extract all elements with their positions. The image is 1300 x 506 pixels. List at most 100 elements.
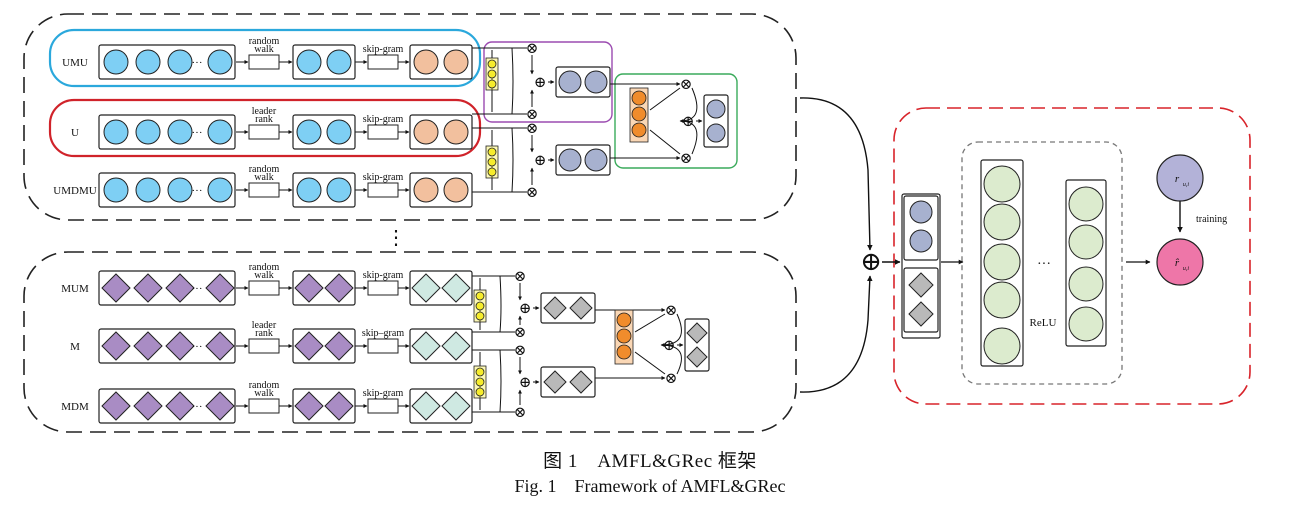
item-row-2-label: M — [70, 341, 80, 353]
item-fusion-a-attention-weights-unit — [475, 291, 485, 301]
predicted-rating-subscript: u,i — [1183, 266, 1190, 272]
user-row-3-sequence-node — [103, 177, 129, 203]
user-row-2-sampled-node — [326, 119, 352, 145]
item-fusion-b-multiply-bottom: ⊗ — [514, 405, 527, 421]
item-row-2-sequence-node — [205, 331, 235, 361]
user-second-attention-multiply-bottom: ⊗ — [680, 151, 693, 167]
item-row-1-skipgram-label: skip-gram — [363, 270, 404, 281]
user-fusion-b-fused-embedding — [555, 144, 611, 176]
user-row-3-walk-label-1: random — [249, 164, 280, 175]
user-row-2-walk-block — [248, 124, 280, 140]
item-second-attention-edge — [634, 351, 666, 375]
user-second-attention-final-node — [706, 123, 726, 143]
user-fusion-a-attention-weights-unit — [487, 59, 497, 69]
item-fusion-b-fused-node — [543, 370, 567, 394]
item-row-3-sampled-nodes — [292, 388, 356, 424]
user-row-3-sequence-ellipsis: ··· — [192, 185, 203, 197]
item-row-1-walk-sequence — [98, 270, 236, 306]
concatenated-embedding — [901, 193, 941, 339]
item-row-2-sequence-node — [101, 331, 131, 361]
user-fusion-b-sum: ⊕ — [534, 153, 547, 169]
item-row-3-sequence-ellipsis: ··· — [192, 401, 203, 413]
item-row-3-sampled-node — [294, 391, 324, 421]
user-fusion-a-fused-node — [584, 70, 608, 94]
user-row-1-label: UMU — [62, 57, 88, 69]
item-fusion-a-edge — [499, 275, 502, 333]
user-fusion-b-attention-weights-unit — [487, 147, 497, 157]
user-second-attention-attention-unit — [631, 90, 647, 106]
user-row-1-embedding-node — [443, 49, 469, 75]
item-second-attention-multiply-top: ⊗ — [665, 303, 678, 319]
user-row-1-sequence-node — [103, 49, 129, 75]
item-row-1-sequence-node — [133, 273, 163, 303]
item-row-1-embedding-node — [441, 273, 471, 303]
item-row-3-walk-sequence — [98, 388, 236, 424]
predicted-rating-node — [1156, 238, 1204, 286]
user-row-3-walk-sequence — [98, 172, 236, 208]
figure-caption-chinese: 图 1 AMFL&GRec 框架 — [543, 451, 757, 472]
item-row-2-sequence-ellipsis: ··· — [192, 341, 203, 353]
item-row-3-sequence-node — [205, 391, 235, 421]
mlp-layer-n — [1065, 179, 1107, 347]
item-row-2-sampled-node — [324, 331, 354, 361]
user-fusion-a-fused-embedding — [555, 66, 611, 98]
user-row-2-sampled-nodes — [292, 114, 356, 150]
user-row-3-sampled-nodes — [292, 172, 356, 208]
item-row-3-skipgram-block — [367, 398, 399, 414]
user-fusion-b-attention-weights-unit — [487, 167, 497, 177]
user-row-2-sequence-node — [207, 119, 233, 145]
user-row-1-skipgram-label: skip-gram — [363, 44, 404, 55]
item-second-attention-attention-unit — [616, 328, 632, 344]
user-row-3-embedding — [409, 172, 473, 208]
item-row-1-sampled-node — [324, 273, 354, 303]
predicted-rating-label: r̂ — [1175, 257, 1180, 269]
item-row-2-sampled-nodes — [292, 328, 356, 364]
lower-item-metapath-panel — [23, 251, 797, 433]
user-row-1-walk-label-1: random — [249, 36, 280, 47]
item-row-2-sequence-node — [165, 331, 195, 361]
mlp-layer-1 — [980, 159, 1024, 367]
user-to-merge-edge — [799, 97, 873, 251]
item-fusion-b-fused-embedding — [540, 366, 596, 398]
user-fusion-a-fused-node — [558, 70, 582, 94]
item-second-attention-multiply-bottom: ⊗ — [665, 371, 678, 387]
user-fusion-a-edge — [511, 47, 514, 115]
item-fusion-b-fused-node — [569, 370, 593, 394]
user-row-1-skipgram-block — [367, 54, 399, 70]
user-fusion-a-attention-weights-unit — [487, 79, 497, 89]
user-fusion-b-edge — [511, 127, 514, 193]
user-attention-frame-2 — [614, 73, 738, 169]
item-row-2-embedding-node — [411, 331, 441, 361]
mlp-neuron-layer-1 — [983, 203, 1021, 241]
item-row-3-sequence-node — [101, 391, 131, 421]
item-row-3-walk-label-1: random — [249, 380, 280, 391]
relu-label: ReLU — [1030, 317, 1057, 329]
user-second-attention-final-node — [706, 99, 726, 119]
item-row-2-walk-block — [248, 338, 280, 354]
item-fusion-a-fused-embedding — [540, 292, 596, 324]
user-row-2-sequence-node — [135, 119, 161, 145]
user-row-2-walk-label-1: leader — [252, 106, 277, 117]
user-row-2-skipgram-block — [367, 124, 399, 140]
user-row-3-embedding-node — [443, 177, 469, 203]
item-row-2-skipgram-block — [367, 338, 399, 354]
user-row-2-skipgram-label: skip-gram — [363, 114, 404, 125]
user-second-attention-multiply-top: ⊗ — [680, 77, 693, 93]
user-fusion-a-multiply-bottom: ⊗ — [526, 107, 539, 123]
item-fusion-a-sum: ⊕ — [519, 301, 532, 317]
user-fusion-b-multiply-bottom: ⊗ — [526, 185, 539, 201]
user-fusion-b-fused-node — [558, 148, 582, 172]
mlp-neuron-layer-n — [1068, 224, 1104, 260]
user-row-3-walk-label-2: walk — [254, 172, 273, 183]
user-row-3-sampled-node — [326, 177, 352, 203]
mlp-neuron-layer-1 — [983, 327, 1021, 365]
upper-user-metapath-panel — [23, 13, 797, 221]
user-row-2-sequence-ellipsis: ··· — [192, 127, 203, 139]
item-second-attention-edge — [634, 313, 666, 333]
mlp-neuron-layer-n — [1068, 186, 1104, 222]
item-row-3-walk-label-2: walk — [254, 388, 273, 399]
user-row-1-walk-block — [248, 54, 280, 70]
figure-caption-english: Fig. 1 Framework of AMFL&GRec — [514, 476, 786, 496]
item-row-1-embedding-node — [411, 273, 441, 303]
